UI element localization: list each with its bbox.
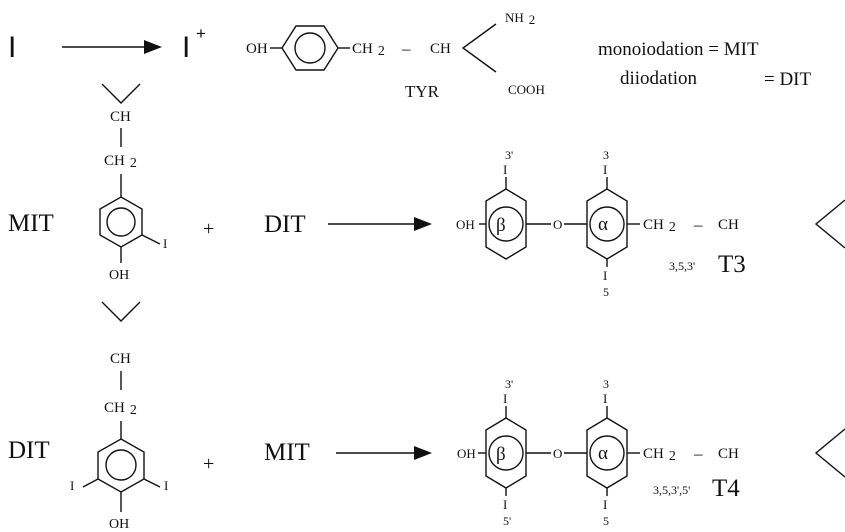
mono-definition: monoiodation = MIT (598, 39, 759, 60)
tyr-ring-aromatic (294, 32, 326, 64)
t4-beta-label: β (496, 444, 506, 465)
plus-sign: + (203, 218, 214, 240)
tyr-oh-label: OH (246, 41, 268, 57)
coupling-arrow-head-2 (414, 446, 432, 460)
t3-alpha-aromatic (589, 206, 625, 242)
t3-positions: 3,5,3' (669, 259, 695, 273)
iodinium-charge: + (196, 24, 206, 43)
mit-backbone-chevron (101, 83, 141, 104)
t4-oxygen-label: O (553, 446, 562, 461)
t4-pos-5: 5 (603, 514, 609, 528)
t4-iodine-3prime: I (503, 391, 507, 406)
t4-dash: – (693, 444, 703, 463)
plus-sign-2: + (203, 453, 214, 475)
mit-iodine-bond (141, 234, 161, 245)
t3-iodine-3prime: I (503, 162, 507, 177)
t4-beta-aromatic (488, 435, 524, 471)
dit-ring-aromatic (105, 449, 137, 481)
dit-left-label: DIT (8, 437, 50, 464)
t4-alpha-aromatic (589, 435, 625, 471)
tyr-branch-bonds (461, 23, 497, 73)
dit-iodine-right-bond (143, 478, 161, 488)
t3-beta-label: β (496, 215, 506, 236)
t3-beta-aromatic (488, 206, 524, 242)
iodide-label: I (8, 31, 16, 64)
t4-alpha-label: α (598, 443, 608, 464)
dit-backbone-chevron (101, 301, 141, 322)
t3-iodine-5: I (603, 268, 607, 283)
t3-pos-5: 5 (603, 285, 609, 299)
t4-product-label: T4 (712, 475, 740, 502)
t4-branch-bonds (814, 428, 845, 478)
iodinium-label: I (182, 31, 190, 64)
t4-ch-label: CH (718, 446, 739, 462)
di-definition-label: diiodation (620, 68, 698, 89)
t4-iodine-3: I (603, 391, 607, 406)
t4-beta-ring (485, 417, 527, 489)
dit-iodine-left: I (70, 478, 74, 493)
t4-pos-3: 3 (603, 377, 609, 391)
t4-pos-5prime: 5' (503, 514, 511, 528)
di-definition-value: = DIT (764, 69, 812, 90)
mit-iodine: I (163, 236, 167, 251)
tyr-dash: – (401, 39, 411, 58)
mit-ring-aromatic (106, 207, 136, 237)
mit-left-label: MIT (8, 210, 54, 237)
t4-oh-label: OH (457, 446, 476, 461)
dit-partner-label: DIT (264, 211, 306, 238)
oxidation-arrow-head (144, 40, 162, 54)
mit-ch-label: CH (110, 109, 131, 125)
dit-ring (97, 438, 145, 493)
t3-product-label: T3 (718, 251, 746, 278)
t4-pos-3prime: 3' (505, 377, 513, 391)
t3-ch-label: CH (718, 217, 739, 233)
tyr-ch-label: CH (430, 41, 451, 57)
dit-oh-label: OH (109, 517, 129, 532)
mit-oh-label: OH (109, 268, 129, 283)
t3-dash: – (693, 215, 703, 234)
t4-positions: 3,5,3',5' (653, 483, 690, 497)
t4-iodine-5: I (603, 497, 607, 512)
mit-partner-label: MIT (264, 439, 310, 466)
t3-pos-3: 3 (603, 148, 609, 162)
t3-oxygen-label: O (553, 217, 562, 232)
dit-iodine-right: I (164, 478, 168, 493)
dit-iodine-left-bond (82, 478, 99, 488)
dit-ch-label: CH (110, 351, 131, 367)
coupling-arrow-head (414, 217, 432, 231)
t3-alpha-label: α (598, 214, 608, 235)
tyr-cooh-label: COOH (508, 82, 545, 97)
t3-branch-bonds (814, 199, 845, 249)
t3-pos-3prime: 3' (505, 148, 513, 162)
tyr-label: TYR (405, 82, 440, 101)
t3-oh-label: OH (456, 217, 475, 232)
t3-iodine-3: I (603, 162, 607, 177)
t3-beta-ring (485, 188, 527, 260)
t4-iodine-5prime: I (503, 497, 507, 512)
